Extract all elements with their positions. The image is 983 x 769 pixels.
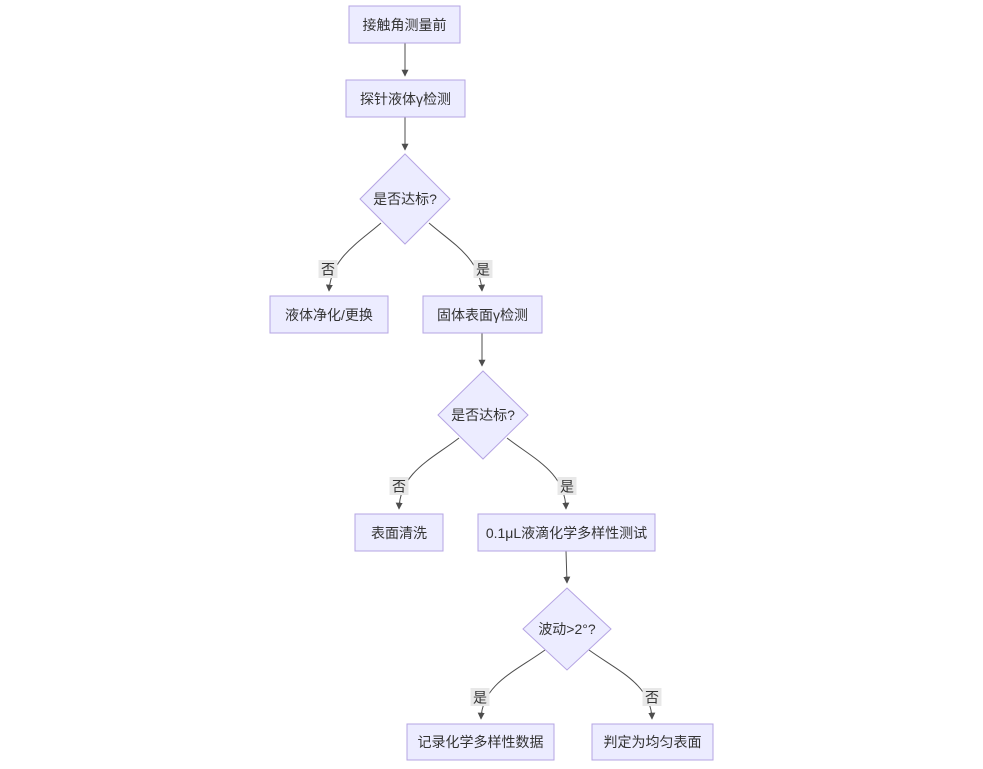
edge-label-bg [473, 260, 493, 278]
decision-liquid-standard: 是否达标? [359, 153, 451, 245]
edge-labels: 否 是 否 是 是 否 [318, 260, 662, 706]
node-record-diversity-data: 记录化学多样性数据 [406, 723, 555, 761]
edges [325, 43, 656, 720]
edge-label-no-3: 否 [642, 688, 662, 706]
edge-label-bg [557, 477, 577, 495]
edge-label-text: 是 [560, 479, 574, 495]
edge-label-text: 是 [476, 262, 490, 278]
edge-label-no-2: 否 [389, 477, 409, 495]
node-rect [354, 513, 444, 552]
decision-diamond [359, 153, 451, 245]
decision-solid-standard: 是否达标? [437, 370, 529, 460]
edge-label-bg [642, 688, 662, 706]
edge-label-bg [318, 260, 338, 278]
node-label: 判定为均匀表面 [604, 734, 702, 750]
node-surface-clean: 表面清洗 [354, 513, 444, 552]
decision-diamond [437, 370, 529, 460]
edge-droplet-to-decision3 [563, 550, 571, 584]
edge-label-text: 是 [473, 690, 487, 706]
edge-label-text: 否 [392, 479, 406, 495]
node-label: 记录化学多样性数据 [418, 734, 544, 750]
node-probe-liquid-gamma: 探针液体γ检测 [345, 79, 466, 118]
node-rect [591, 723, 714, 761]
node-rect [348, 5, 461, 44]
edge-label-text: 否 [645, 690, 659, 706]
node-label: 探针液体γ检测 [360, 91, 451, 107]
node-rect [477, 513, 656, 552]
edge-label-bg [389, 477, 409, 495]
edge-decision3-yes-to-record [477, 649, 546, 720]
edge-decision2-yes-to-droplet [506, 437, 570, 510]
edge-label-yes-3: 是 [470, 688, 490, 706]
edge-decision2-no-to-clean [395, 437, 460, 510]
node-solid-gamma: 固体表面γ检测 [422, 295, 543, 334]
node-label: 接触角测量前 [363, 17, 447, 33]
node-rect [406, 723, 555, 761]
node-droplet-diversity-test: 0.1μL液滴化学多样性测试 [477, 513, 656, 552]
edge-decision3-no-to-uniform [588, 649, 656, 720]
node-label: 是否达标? [373, 191, 437, 207]
node-contact-angle-pre: 接触角测量前 [348, 5, 461, 44]
decision-fluctuation: 波动>2°? [522, 587, 612, 671]
edge-decision1-yes-to-solid [428, 222, 486, 292]
node-label: 固体表面γ检测 [437, 307, 528, 323]
edge-label-no-1: 否 [318, 260, 338, 278]
node-rect [345, 79, 466, 118]
edge-label-yes-1: 是 [473, 260, 493, 278]
node-label: 0.1μL液滴化学多样性测试 [486, 525, 647, 541]
node-liquid-purify: 液体净化/更换 [269, 295, 389, 334]
edge-label-yes-2: 是 [557, 477, 577, 495]
node-label: 波动>2°? [538, 621, 596, 637]
nodes: 接触角测量前 探针液体γ检测 是否达标? 液体净化/更换 固体表面γ检测 是否达 [269, 5, 714, 761]
edge-label-text: 否 [321, 262, 335, 278]
decision-diamond [522, 587, 612, 671]
node-label: 表面清洗 [371, 525, 427, 541]
node-label: 液体净化/更换 [285, 307, 373, 323]
node-label: 是否达标? [451, 407, 515, 423]
node-rect [269, 295, 389, 334]
node-rect [422, 295, 543, 334]
edge-label-bg [470, 688, 490, 706]
edge-decision1-no-to-purify [325, 222, 382, 292]
node-uniform-surface: 判定为均匀表面 [591, 723, 714, 761]
